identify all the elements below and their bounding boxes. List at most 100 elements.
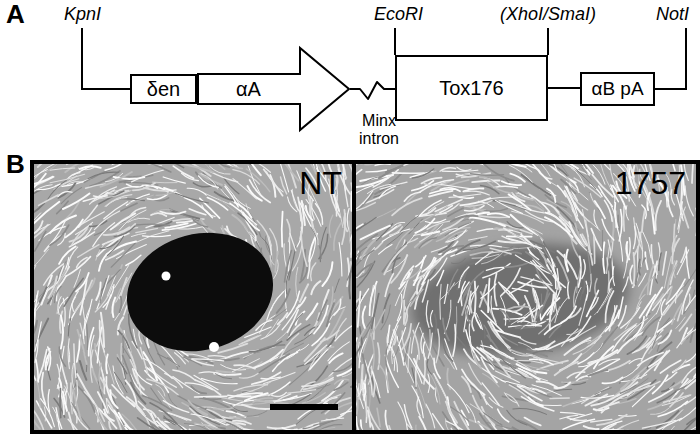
fur-stroke bbox=[686, 284, 697, 310]
xhoi-smai-site-line bbox=[547, 28, 549, 55]
fur-stroke bbox=[489, 250, 513, 254]
fur-stroke bbox=[389, 426, 397, 430]
fur-stroke bbox=[436, 329, 439, 363]
fur-stroke bbox=[147, 379, 178, 395]
fur-stroke bbox=[356, 178, 388, 188]
fur-stroke bbox=[239, 336, 258, 345]
fur-stroke bbox=[368, 407, 382, 430]
fur-stroke bbox=[442, 246, 463, 255]
fur-stroke bbox=[398, 402, 408, 430]
fur-stroke bbox=[521, 305, 542, 321]
fur-stroke bbox=[191, 386, 206, 393]
fur-stroke bbox=[435, 388, 437, 402]
fur-stroke bbox=[639, 232, 642, 267]
fur-stroke bbox=[636, 258, 646, 284]
fur-stroke bbox=[34, 249, 49, 272]
photo-panel: 1757 bbox=[356, 164, 696, 430]
fur-stroke bbox=[633, 253, 634, 287]
fur-stroke bbox=[184, 424, 213, 431]
fur-stroke bbox=[202, 192, 233, 206]
fur-stroke bbox=[496, 371, 520, 382]
fur-stroke bbox=[153, 182, 177, 184]
fur-stroke bbox=[621, 367, 646, 389]
fur-stroke bbox=[469, 291, 476, 305]
fur-stroke bbox=[480, 414, 496, 430]
fur-stroke bbox=[195, 396, 227, 398]
fur-stroke bbox=[126, 255, 141, 265]
fur-stroke bbox=[58, 297, 61, 315]
fur-stroke bbox=[379, 186, 395, 198]
fur-stroke bbox=[595, 201, 605, 218]
fur-stroke bbox=[38, 164, 58, 167]
fur-stroke bbox=[576, 358, 604, 378]
fur-stroke bbox=[119, 210, 146, 230]
restriction-site: EcoRI bbox=[374, 5, 423, 25]
fur-stroke bbox=[127, 397, 146, 416]
fur-stroke bbox=[71, 402, 89, 428]
fur-stroke bbox=[157, 354, 179, 367]
fur-stroke bbox=[350, 192, 352, 211]
fur-stroke bbox=[183, 357, 202, 366]
fur-stroke bbox=[356, 247, 367, 265]
fur-stroke bbox=[511, 308, 534, 324]
fur-stroke bbox=[335, 279, 340, 292]
fur-stroke bbox=[361, 420, 364, 430]
fur-stroke bbox=[59, 347, 65, 366]
fur-stroke bbox=[247, 411, 267, 416]
polya-box: αB pA bbox=[580, 72, 655, 106]
fur-stroke bbox=[290, 233, 296, 250]
fur-stroke bbox=[78, 330, 87, 364]
fur-stroke bbox=[113, 366, 123, 394]
fur-stroke bbox=[37, 184, 60, 190]
fur-stroke bbox=[151, 388, 162, 404]
fur-stroke bbox=[234, 385, 268, 391]
arrow-outline bbox=[197, 47, 350, 131]
fur-stroke bbox=[594, 210, 598, 228]
fur-stroke bbox=[112, 164, 137, 165]
fur-stroke bbox=[109, 422, 115, 430]
fur-stroke bbox=[405, 307, 407, 326]
fur-stroke bbox=[84, 392, 104, 422]
fur-stroke bbox=[186, 354, 209, 359]
fur-stroke bbox=[70, 229, 88, 242]
fur-stroke bbox=[547, 287, 561, 315]
fur-stroke bbox=[597, 288, 611, 313]
fur-stroke bbox=[447, 230, 466, 242]
fur-stroke bbox=[591, 229, 601, 251]
panel-divider bbox=[352, 162, 356, 432]
fur-stroke bbox=[446, 231, 468, 242]
fur-stroke bbox=[59, 389, 61, 418]
enhancer-box: δen bbox=[130, 74, 197, 104]
fur-stroke bbox=[639, 277, 654, 299]
fur-stroke bbox=[600, 327, 617, 348]
fur-stroke bbox=[440, 228, 457, 234]
fur-stroke bbox=[34, 411, 35, 430]
fur-stroke bbox=[281, 177, 287, 194]
fur-stroke bbox=[404, 339, 409, 362]
fur-stroke bbox=[306, 206, 313, 220]
fur-stroke bbox=[329, 215, 332, 237]
fur-stroke bbox=[274, 260, 279, 279]
fur-stroke bbox=[607, 247, 610, 274]
fur-stroke bbox=[581, 281, 591, 299]
fur-stroke bbox=[37, 401, 52, 428]
fur-stroke bbox=[300, 284, 308, 302]
fur-stroke bbox=[686, 349, 696, 363]
fur-stroke bbox=[629, 428, 651, 430]
fur-stroke bbox=[422, 280, 428, 302]
fur-stroke bbox=[115, 293, 128, 320]
fur-stroke bbox=[413, 330, 419, 359]
fur-stroke bbox=[685, 186, 693, 216]
fur-stroke bbox=[561, 412, 585, 415]
fur-stroke bbox=[267, 172, 284, 192]
fur-stroke bbox=[448, 269, 458, 294]
fur-stroke bbox=[623, 207, 625, 231]
fur-stroke bbox=[119, 413, 142, 430]
fur-stroke bbox=[311, 263, 316, 281]
fur-stroke bbox=[334, 223, 341, 250]
fur-stroke bbox=[99, 320, 104, 352]
toxin-gene-box: Tox176 bbox=[395, 55, 548, 121]
fur-stroke bbox=[100, 191, 131, 199]
fur-stroke bbox=[372, 285, 376, 317]
